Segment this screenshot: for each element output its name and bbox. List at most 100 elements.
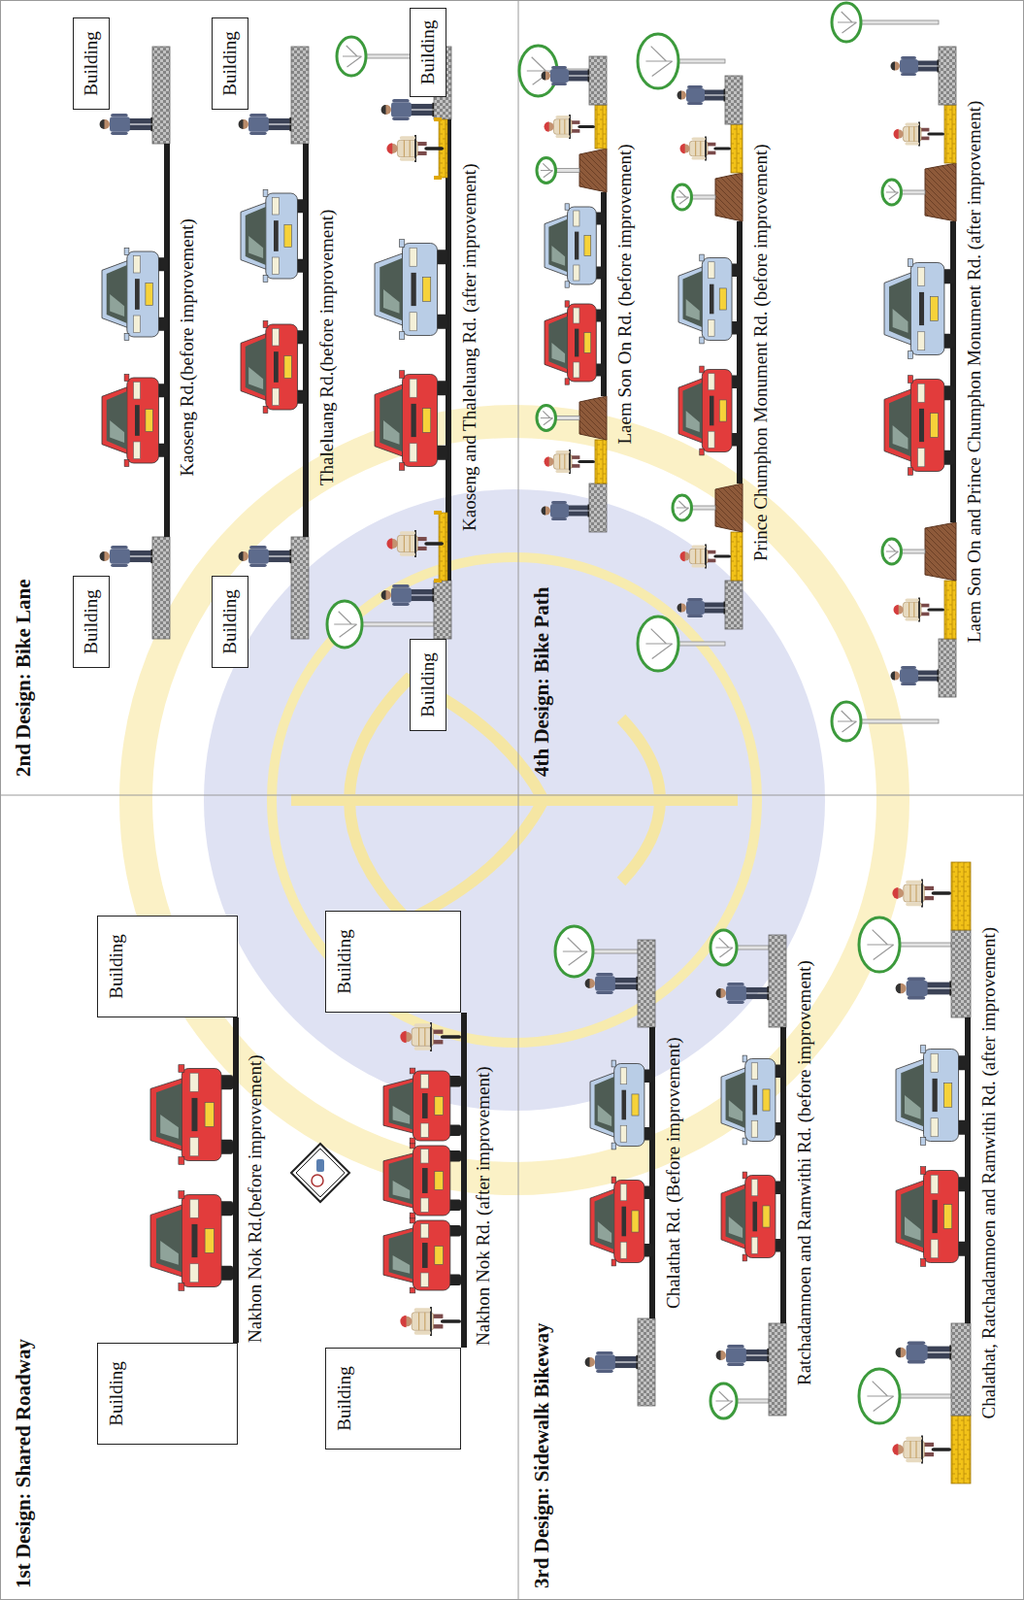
bike-path	[944, 104, 957, 164]
street-caption: Thaleluang Rd.(before improvement)	[316, 209, 339, 486]
tree-figure	[710, 1383, 769, 1419]
building-label: Building	[417, 20, 440, 86]
pedestrian-figure	[585, 972, 638, 994]
pedestrian-figure	[381, 99, 434, 121]
building-label: Building	[219, 589, 242, 655]
building-box: Building	[211, 575, 249, 668]
street-caption: Prince Chumphon Monument Rd. (before imp…	[750, 143, 773, 562]
bike-path	[730, 531, 743, 581]
building-box: Building	[325, 910, 462, 1013]
cyclist-figure	[891, 879, 952, 908]
tree-figure	[672, 495, 716, 521]
car-front-view	[884, 259, 955, 360]
pedestrian-figure	[99, 545, 153, 567]
sidewalk	[637, 939, 656, 1027]
building-label: Building	[219, 31, 242, 97]
cyclist-figure	[544, 449, 595, 474]
bike-path	[730, 124, 743, 173]
street-caption: Chalathat, Ratchadamnoen and Ramwithi Rd…	[978, 926, 1001, 1420]
tree-figure	[637, 616, 726, 671]
car-front-view	[240, 189, 307, 282]
pedestrian-figure	[716, 982, 769, 1004]
road-surface	[950, 221, 957, 523]
tree-figure	[831, 2, 939, 42]
car-front-view	[383, 1067, 462, 1144]
car-front-view	[590, 1059, 654, 1150]
cyclist-figure	[679, 136, 731, 162]
cyclist-figure	[399, 1306, 462, 1336]
cyclist-figure	[399, 1022, 462, 1052]
sidewalk	[951, 929, 971, 1018]
sidewalk	[938, 638, 957, 697]
bike-path	[951, 861, 971, 930]
sidewalk	[152, 536, 170, 639]
pedestrian-figure	[677, 597, 727, 618]
sidewalk	[951, 1322, 971, 1416]
design-heading: 1st Design: Shared Roadway	[11, 1338, 36, 1588]
tree-figure	[882, 179, 925, 205]
tree-figure	[555, 925, 638, 977]
road-surface	[232, 1017, 239, 1343]
tree-figure	[858, 917, 952, 972]
sidewalk	[725, 580, 743, 629]
bike-path	[951, 1415, 971, 1484]
design-heading: 4th Design: Bike Path	[529, 587, 555, 777]
building-label: Building	[80, 589, 103, 655]
car-front-view	[383, 1217, 462, 1293]
street-caption: Laem Son On and Prince Chumphon Monument…	[963, 100, 987, 643]
car-front-view	[383, 1142, 462, 1219]
planted-median	[672, 172, 743, 222]
building-label: Building	[80, 31, 103, 97]
bike-path	[594, 439, 607, 484]
sidewalk	[291, 536, 309, 639]
car-front-view	[150, 1064, 233, 1165]
car-front-view	[101, 247, 168, 340]
building-label: Building	[105, 1360, 129, 1426]
car-front-view	[678, 254, 741, 344]
building-box: Building	[72, 575, 110, 668]
tree-figure	[519, 45, 590, 97]
building-label: Building	[333, 928, 357, 994]
car-front-view	[721, 1055, 785, 1145]
street-caption: Ratchadamnoen and Ramwithi Rd. (before i…	[793, 959, 817, 1386]
tree-figure	[710, 929, 769, 965]
planted-median	[536, 396, 607, 440]
car-front-view	[895, 1045, 969, 1146]
car-front-view	[150, 1190, 233, 1291]
car-front-view	[721, 1171, 785, 1261]
planted-median	[882, 163, 957, 222]
car-front-view	[678, 365, 741, 456]
sidewalk	[433, 580, 452, 639]
car-front-view	[101, 373, 168, 466]
street-caption: Nakhon Nok Rd.(before improvement)	[244, 1054, 267, 1343]
bike-path	[594, 104, 607, 149]
building-label: Building	[105, 933, 129, 999]
building-box: Building	[409, 638, 447, 731]
car-front-view	[544, 300, 605, 385]
tree-figure	[882, 538, 925, 564]
cyclist-figure	[891, 1435, 952, 1464]
pedestrian-figure	[895, 1340, 952, 1363]
cyclist-figure	[386, 134, 444, 163]
street-caption: Kaoseng Rd.(before improvement)	[176, 218, 199, 476]
sidewalk	[938, 46, 957, 105]
building-box: Building	[72, 17, 110, 110]
building-box: Building	[211, 17, 249, 110]
sidewalk	[152, 46, 170, 144]
cyclist-figure	[680, 544, 731, 569]
pedestrian-figure	[99, 113, 153, 135]
shared-lane-sign	[291, 1143, 350, 1202]
sidewalk	[637, 1318, 656, 1406]
pedestrian-figure	[891, 56, 940, 76]
road-surface	[164, 143, 170, 537]
building-label: Building	[417, 652, 440, 718]
street-caption: Laem Son On Rd. (before improvement)	[614, 143, 637, 444]
pedestrian-figure	[585, 1351, 638, 1373]
planted-median	[536, 148, 607, 193]
planted-median	[882, 522, 957, 581]
bike-path	[944, 580, 957, 639]
pedestrian-figure	[541, 500, 591, 521]
car-front-view	[895, 1166, 969, 1267]
